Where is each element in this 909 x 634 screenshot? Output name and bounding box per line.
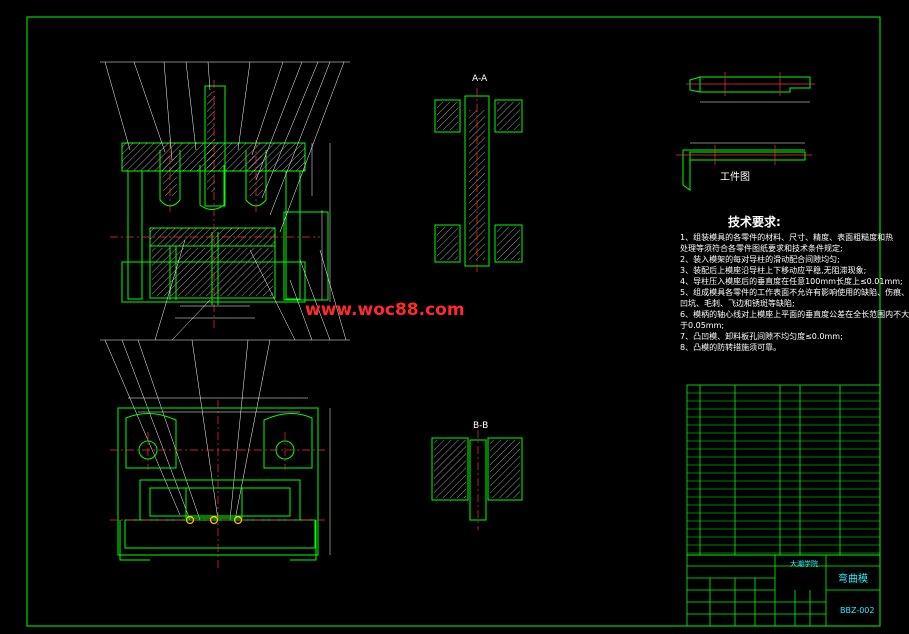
front-leaders <box>100 61 350 521</box>
plan-holes <box>185 515 243 525</box>
title-block <box>686 554 881 627</box>
watermark: www.woc88.com <box>305 300 465 320</box>
tech-req-line: 7、凸凹模、卸料板孔间隙不均匀度≤0.0mm; <box>680 332 843 341</box>
workpiece-top-centers <box>686 72 815 96</box>
tech-req-line: 6、模柄的轴心线对上模座上平面的垂直度公差在全长范围内不大 <box>680 310 909 319</box>
tech-req-title: 技术要求: <box>728 215 781 229</box>
workpiece-dims <box>690 101 810 144</box>
tech-req-line: 8、凸模的防转措施须可靠。 <box>680 343 782 352</box>
section-aa <box>434 95 523 267</box>
tech-req-line: 3、装配后上模座沿导柱上下移动应平稳,无阻滞现象; <box>680 266 867 275</box>
tech-req-line: 1、组装模具的各零件的材料、尺寸、精度、表面粗糙度和热 <box>680 233 894 242</box>
tech-req-line: 处理等须符合各零件图纸要求和技术条件规定; <box>680 244 843 253</box>
workpiece-side <box>682 149 806 191</box>
tech-req-line: 于0.05mm; <box>680 321 725 330</box>
tech-req-line: 5、组成模具各零件的工作表面不允许有影响使用的缺陷、伤痕、 <box>680 288 909 297</box>
front-centerlines <box>110 80 320 330</box>
plan-centerlines <box>110 400 325 568</box>
front-view <box>121 85 329 305</box>
org-name: 大潮学院 <box>790 560 818 568</box>
section-bb <box>431 437 523 521</box>
plan-dims <box>128 397 331 555</box>
drawing-frame <box>26 16 881 627</box>
parts-list <box>686 384 881 556</box>
drawing-code: BBZ-002 <box>840 606 875 615</box>
workpiece-side-centers <box>676 145 812 165</box>
workpiece-top <box>689 76 811 93</box>
workpiece-label: 工件图 <box>720 172 750 183</box>
tech-req-line: 4、导柱压入模座后的垂直度在任意100mm长度上≤0.01mm; <box>680 277 903 286</box>
section-aa-label: A-A <box>472 74 488 84</box>
section-bb-label: B-B <box>473 421 489 431</box>
tech-req-line: 凹坑、毛刺、飞边和锈斑等缺陷; <box>680 299 795 308</box>
parts-list-rows <box>687 392 880 554</box>
drawing-name: 弯曲模 <box>838 574 868 585</box>
tech-req-line: 2、装入模架的每对导柱的滑动配合间隙均匀; <box>680 255 840 264</box>
